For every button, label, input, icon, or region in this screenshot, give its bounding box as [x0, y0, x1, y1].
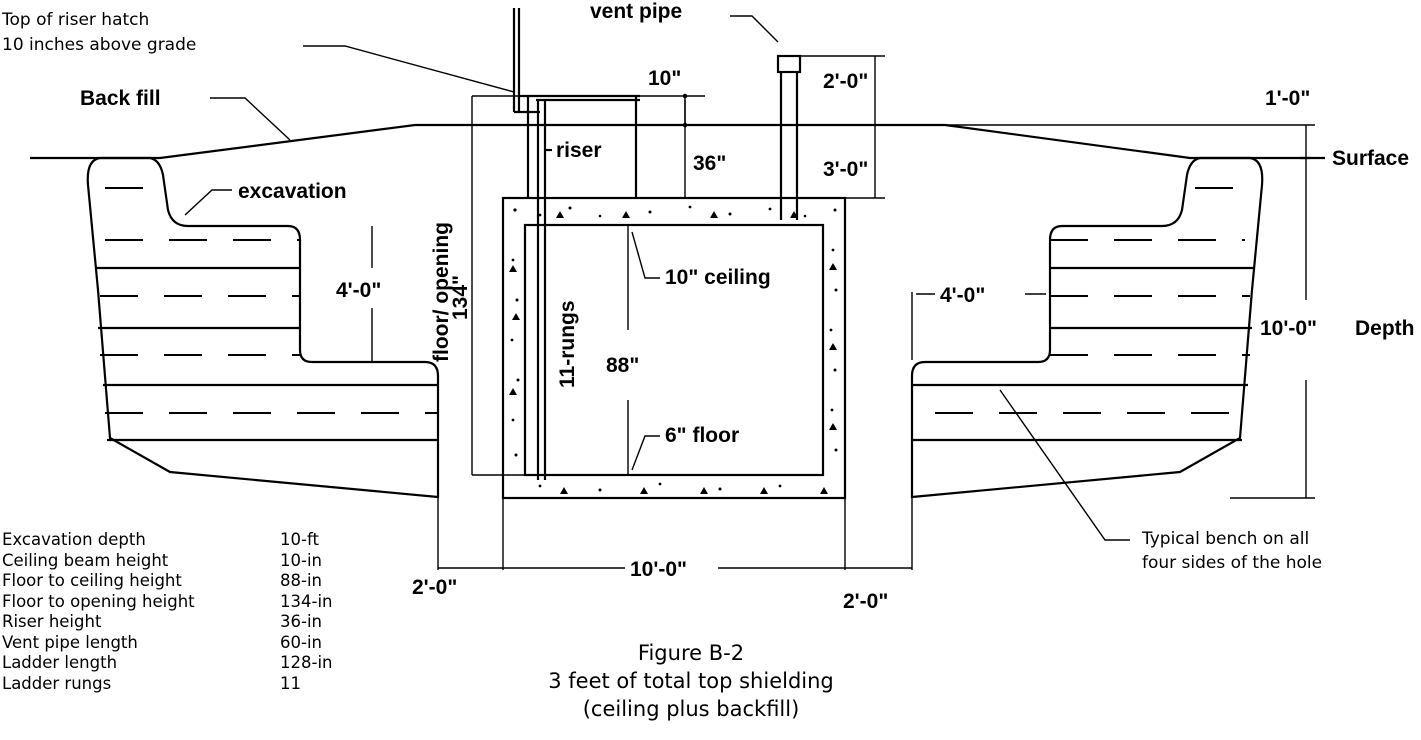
excavation-label: excavation — [238, 180, 347, 203]
spec-row: Ladder length 128-in — [2, 653, 333, 674]
spec-row: Vent pipe length 60-in — [2, 633, 333, 654]
floor-6in-label: 6" floor — [665, 424, 739, 447]
dim-width-10ft: 10'-0" — [630, 558, 687, 581]
dim-1ft: 1'-0" — [1265, 87, 1310, 110]
depth-label: Depth — [1355, 317, 1415, 340]
spec-value: 11 — [280, 673, 301, 693]
dim-depth-10ft: 10'-0" — [1260, 317, 1317, 340]
spec-row: Floor to ceiling height 88-in — [2, 571, 333, 592]
top-of-riser-label-2: 10 inches above grade — [2, 35, 196, 55]
caption-line-1: Figure B-2 — [638, 641, 744, 665]
spec-value: 88-in — [280, 571, 322, 590]
dim-right-2ft: 2'-0" — [843, 590, 888, 613]
spec-row: Riser height 36-in — [2, 612, 333, 633]
spec-row: Floor to opening height 134-in — [2, 592, 333, 613]
rungs-label: 11-rungs — [556, 300, 579, 388]
text-labels: Top of riser hatch 10 inches above grade… — [1, 0, 1415, 613]
bench-label-2: four sides of the hole — [1142, 553, 1322, 573]
dim-left-4ft: 4'-0" — [336, 279, 381, 302]
leader-lines — [184, 15, 1130, 541]
spec-name: Floor to opening height — [2, 591, 195, 611]
spec-value: 60-in — [280, 632, 322, 652]
dimension-lines — [371, 55, 1315, 570]
ground-surface — [30, 123, 1325, 160]
spec-name: Vent pipe length — [2, 632, 138, 652]
riser-and-hatch — [512, 8, 640, 198]
spec-value: 134-in — [280, 591, 333, 611]
top-of-riser-label-1: Top of riser hatch — [1, 10, 149, 30]
spec-row: Ladder rungs 11 — [2, 674, 333, 695]
spec-name: Floor to ceiling height — [2, 571, 182, 590]
bench-label-1: Typical bench on all — [1141, 529, 1309, 549]
dim-hatch-10in: 10" — [648, 67, 681, 90]
dim-134in: 134" — [449, 275, 472, 320]
spec-value: 36-in — [280, 612, 322, 631]
back-fill-label: Back fill — [80, 87, 161, 110]
spec-name: Ladder rungs — [2, 673, 112, 693]
right-excavation — [910, 156, 1264, 499]
caption-line-3: (ceiling plus backfill) — [583, 697, 800, 721]
spec-name: Ceiling beam height — [2, 550, 169, 570]
ladder — [536, 100, 552, 480]
spec-row: Excavation depth 10-ft — [2, 530, 333, 551]
dim-right-4ft: 4'-0" — [940, 284, 985, 307]
riser-label: riser — [556, 139, 602, 162]
spec-name: Riser height — [2, 612, 102, 631]
spec-value: 10-in — [280, 550, 322, 570]
dim-left-2ft: 2'-0" — [412, 576, 457, 599]
surface-label: Surface — [1332, 147, 1409, 170]
spec-table: Excavation depth 10-ft Ceiling beam heigh… — [2, 530, 333, 694]
floor-opening-label: floor/ opening — [430, 222, 453, 362]
concrete-shelter — [501, 196, 847, 500]
spec-name: Excavation depth — [2, 530, 146, 549]
dim-vent-2ft: 2'-0" — [823, 70, 868, 93]
spec-row: Ceiling beam height 10-in — [2, 551, 333, 572]
dim-riser-36in: 36" — [693, 152, 726, 175]
caption-line-2: 3 feet of total top shielding — [548, 669, 834, 693]
spec-value: 128-in — [280, 653, 333, 672]
dim-88in: 88" — [606, 354, 639, 377]
ceiling-10in-label: 10" ceiling — [665, 266, 771, 289]
spec-name: Ladder length — [2, 653, 118, 672]
vent-pipe — [776, 54, 802, 220]
dim-3ft: 3'-0" — [823, 158, 868, 181]
concrete-aggregate-dots — [509, 205, 838, 494]
figure-caption: Figure B-2 3 feet of total top shielding… — [548, 641, 834, 721]
vent-pipe-label: vent pipe — [590, 0, 682, 23]
left-excavation — [86, 156, 440, 499]
spec-value: 10-ft — [280, 530, 319, 549]
